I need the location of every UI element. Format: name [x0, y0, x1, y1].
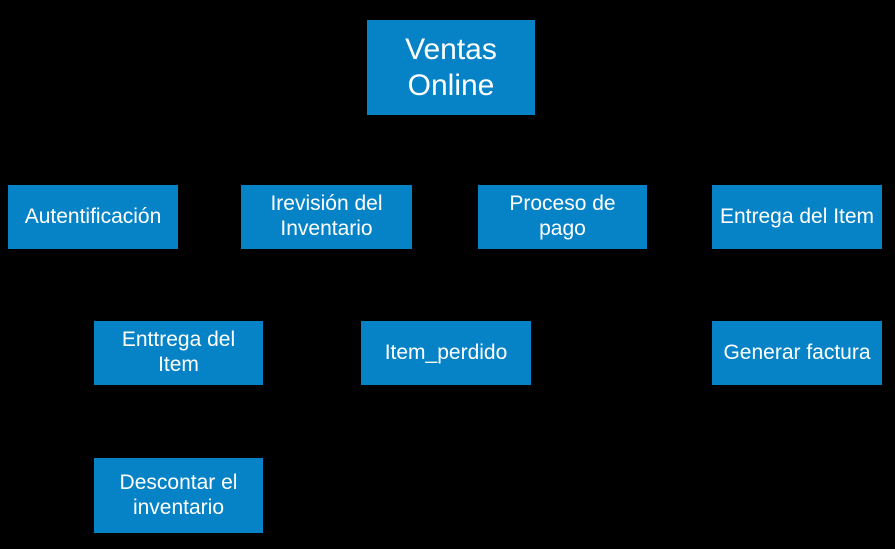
diagram-node-irevision-del-inventario[interactable]: Irevisión del Inventario	[241, 185, 412, 249]
diagram-node-item-perdido[interactable]: Item_perdido	[361, 321, 531, 385]
diagram-node-root[interactable]: Ventas Online	[367, 20, 535, 115]
diagram-node-autentificacion[interactable]: Autentificación	[8, 185, 178, 249]
diagram-node-entrega-del-item[interactable]: Entrega del Item	[712, 185, 882, 249]
diagram-node-proceso-de-pago[interactable]: Proceso de pago	[478, 185, 647, 249]
diagram-node-enttrega-del-item[interactable]: Enttrega del Item	[94, 321, 263, 385]
diagram-node-descontar-el-inventario[interactable]: Descontar el inventario	[94, 458, 263, 533]
diagram-node-generar-factura[interactable]: Generar factura	[712, 321, 882, 385]
